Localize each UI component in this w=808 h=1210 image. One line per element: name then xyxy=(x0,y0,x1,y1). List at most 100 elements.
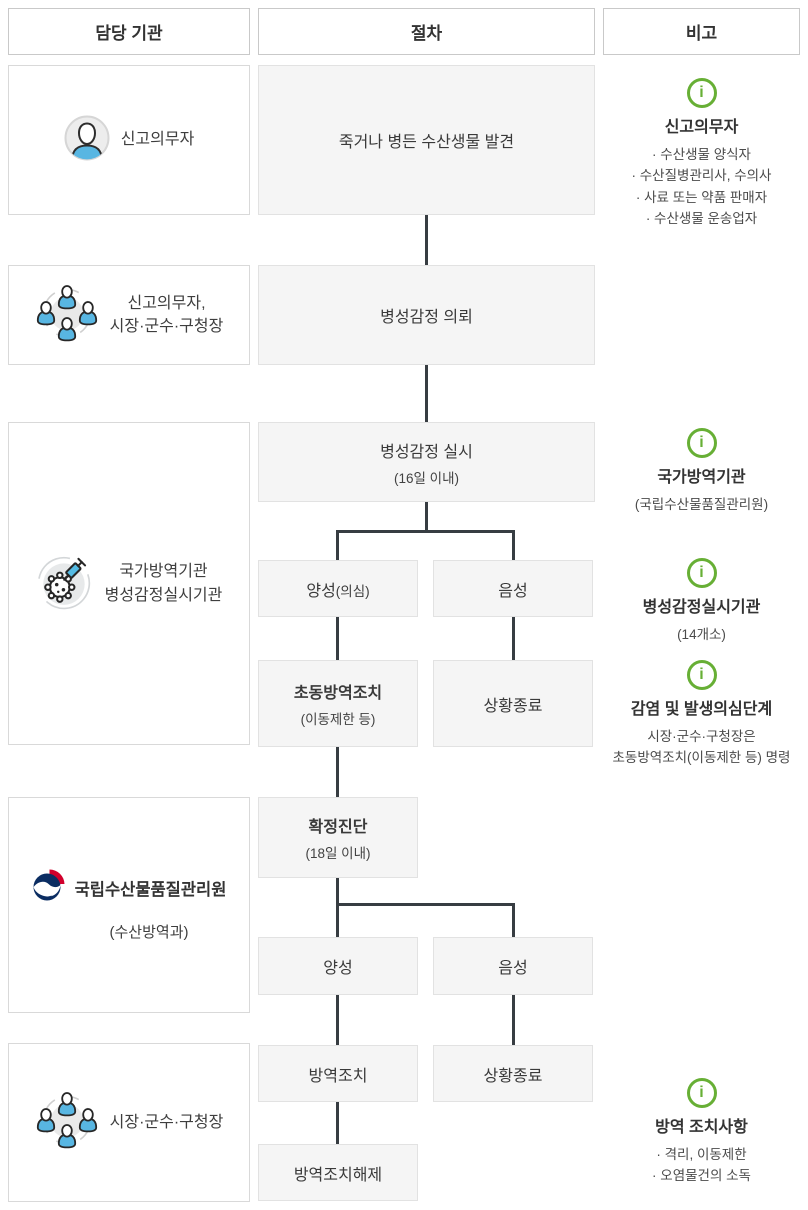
agency-box-reporter-mayor: 신고의무자, 시장·군수·구청장 xyxy=(8,265,250,365)
note-title: 방역 조치사항 xyxy=(655,1119,748,1136)
flow-box-exam: 병성감정 실시 (16일 이내) xyxy=(258,422,595,502)
info-icon-char: i xyxy=(699,666,704,683)
flow-box-request-label: 병성감정 의뢰 xyxy=(380,309,473,326)
column-header-agency-label: 담당 기관 xyxy=(95,24,163,43)
column-header-agency: 담당 기관 xyxy=(8,8,250,55)
person-icon xyxy=(64,115,110,166)
connector-branch-negative-1 xyxy=(512,530,515,560)
note-item: · 사료 또는 약품 판매자 xyxy=(635,189,768,205)
note-title: 감염 및 발생의심단계 xyxy=(630,701,773,718)
note-item: 시장·군수·구청장은 xyxy=(647,728,756,744)
flow-box-exam-label: 병성감정 실시 xyxy=(380,443,473,461)
connector-initial-confirm xyxy=(336,747,339,797)
note-item: · 수산질병관리사, 수의사 xyxy=(631,168,772,184)
branch-bar-2 xyxy=(336,903,515,906)
flow-box-positive-2: 양성 xyxy=(258,937,418,995)
note-exam-institutions: i 병성감정실시기관 (14개소) xyxy=(603,558,800,645)
agency-box-national-quarantine: 국가방역기관 병성감정실시기관 xyxy=(8,422,250,745)
agency-box-nfqs: 국립수산물품질관리원 (수산방역과) xyxy=(8,797,250,1013)
flow-box-situation-end-2-label: 상황종료 xyxy=(483,1067,543,1085)
agency-label-line1: 신고의무자, xyxy=(127,294,206,312)
flow-box-action-release-label: 방역조치해제 xyxy=(293,1166,383,1184)
agency-label-line1: 국가방역기관 xyxy=(119,563,208,581)
flow-box-confirm: 확정진단 (18일 이내) xyxy=(258,797,418,878)
info-icon: i xyxy=(686,558,717,588)
flow-box-positive-2-label: 양성 xyxy=(323,960,353,977)
flow-box-action-release: 방역조치해제 xyxy=(258,1144,418,1201)
people-group-icon xyxy=(35,281,99,350)
flow-box-situation-end-2: 상황종료 xyxy=(433,1045,593,1102)
flow-box-positive-suspect-label: 양성(의심) xyxy=(306,577,369,601)
connector-branch-positive-2 xyxy=(336,903,339,937)
note-national-agency: i 국가방역기관 (국립수산물품질관리원) xyxy=(603,428,800,515)
connector-negative-end-2 xyxy=(512,995,515,1045)
connector-negative-end-1 xyxy=(512,617,515,660)
info-icon-char: i xyxy=(699,564,704,581)
column-header-note-label: 비고 xyxy=(685,24,718,43)
flow-box-initial-action: 초동방역조치 (이동제한 등) xyxy=(258,660,418,747)
flow-box-negative-1-label: 음성 xyxy=(498,582,528,600)
connector-confirm-branch xyxy=(336,878,339,906)
note-title: 신고의무자 xyxy=(664,119,739,136)
connector-quarantine-release xyxy=(336,1102,339,1144)
info-icon: i xyxy=(686,428,717,458)
info-icon: i xyxy=(686,78,717,108)
note-quarantine-measures: i 방역 조치사항 · 격리, 이동제한 · 오염물건의 소독 xyxy=(603,1078,800,1187)
info-icon-char: i xyxy=(699,84,704,101)
flow-box-situation-end-1-label: 상황종료 xyxy=(483,697,543,715)
note-item: · 오염물건의 소독 xyxy=(652,1168,751,1184)
note-item: · 수산생물 양식자 xyxy=(652,146,751,162)
flow-box-quarantine-action-label: 방역조치 xyxy=(308,1067,368,1085)
agency-label-nfqs: 국립수산물품질관리원 xyxy=(74,880,227,899)
info-icon: i xyxy=(686,1078,717,1108)
note-sub: (14개소) xyxy=(677,626,726,642)
branch-bar-1 xyxy=(336,530,515,533)
suspect-suffix-text: (의심) xyxy=(335,583,370,599)
government-emblem-icon xyxy=(32,868,66,907)
flow-box-confirm-label: 확정진단 xyxy=(308,819,368,836)
virus-syringe-icon xyxy=(36,552,94,615)
info-icon-char: i xyxy=(699,1084,704,1101)
flow-box-negative-1: 음성 xyxy=(433,560,593,617)
agency-box-mayor: 시장·군수·구청장 xyxy=(8,1043,250,1202)
flow-box-exam-period: (16일 이내) xyxy=(393,470,460,486)
agency-label-line2: 시장·군수·구청장 xyxy=(109,318,224,335)
flow-box-confirm-period: (18일 이내) xyxy=(305,846,371,861)
flow-box-situation-end-1: 상황종료 xyxy=(433,660,593,747)
agency-label-line2: 병성감정실시기관 xyxy=(104,586,223,604)
flow-box-request: 병성감정 의뢰 xyxy=(258,265,595,365)
flow-box-quarantine-action: 방역조치 xyxy=(258,1045,418,1102)
agency-label-nfqs-dept: (수산방역과) xyxy=(109,924,189,941)
connector-exam-branch xyxy=(425,502,428,532)
flow-box-discover: 죽거나 병든 수산생물 발견 xyxy=(258,65,595,215)
note-title: 병성감정실시기관 xyxy=(642,599,761,616)
flow-box-negative-2: 음성 xyxy=(433,937,593,995)
info-icon: i xyxy=(686,660,717,690)
note-item: · 수산생물 운송업자 xyxy=(645,211,758,227)
note-reporter: i 신고의무자 · 수산생물 양식자 · 수산질병관리사, 수의사 · 사료 또… xyxy=(603,78,800,230)
agency-label-national-quarantine: 국가방역기관 병성감정실시기관 xyxy=(105,560,223,606)
flow-box-discover-label: 죽거나 병든 수산생물 발견 xyxy=(338,134,515,151)
positive-text: 양성 xyxy=(306,582,336,600)
note-suspect-stage: i 감염 및 발생의심단계 시장·군수·구청장은 초동방역조치(이동제한 등) … xyxy=(603,660,800,769)
connector-positive-quarantine xyxy=(336,995,339,1045)
people-group-icon xyxy=(35,1088,99,1157)
agency-label-mayor: 시장·군수·구청장 xyxy=(109,1113,224,1131)
column-header-procedure-label: 절차 xyxy=(410,24,443,43)
agency-label-reporter-mayor: 신고의무자, 시장·군수·구청장 xyxy=(110,292,224,338)
flow-box-negative-2-label: 음성 xyxy=(498,960,528,977)
note-sub: (국립수산물품질관리원) xyxy=(634,496,769,512)
note-item: 초동방역조치(이동제한 등) 명령 xyxy=(612,750,791,766)
nfqs-title-row: 국립수산물품질관리원 xyxy=(32,868,227,907)
connector-branch-positive-suspect xyxy=(336,530,339,560)
note-title: 국가방역기관 xyxy=(657,469,746,486)
connector-discover-request xyxy=(425,215,428,265)
flow-box-initial-action-label: 초동방역조치 xyxy=(293,685,383,702)
connector-request-exam xyxy=(425,365,428,422)
connector-branch-negative-2 xyxy=(512,903,515,937)
connector-positive-initial xyxy=(336,617,339,660)
flow-box-positive-suspect: 양성(의심) xyxy=(258,560,418,617)
note-item: · 격리, 이동제한 xyxy=(656,1146,747,1162)
column-header-procedure: 절차 xyxy=(258,8,595,55)
